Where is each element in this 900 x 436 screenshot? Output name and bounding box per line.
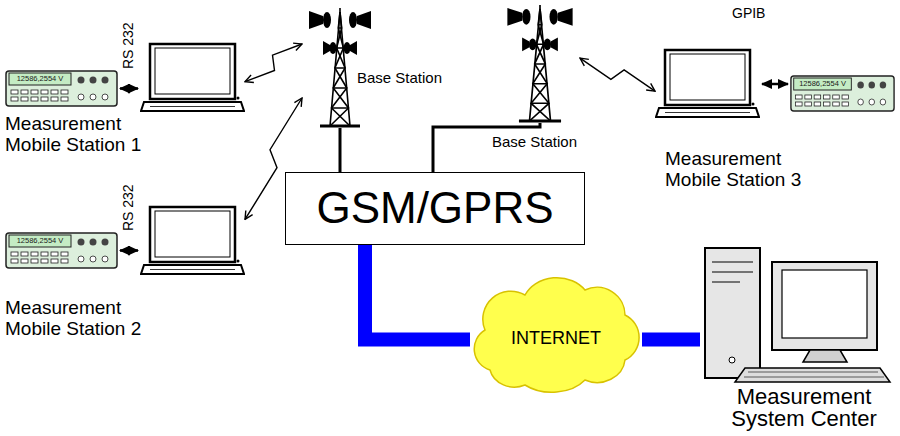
laptop <box>141 207 244 274</box>
station-label: Measurement Mobile Station 1 <box>5 113 170 156</box>
connector <box>580 58 655 91</box>
multimeter: 12586,2554 V <box>5 70 118 107</box>
station-label: Measurement Mobile Station 3 <box>665 148 830 191</box>
cloud-label: INTERNET <box>470 328 642 348</box>
connector <box>120 249 138 252</box>
station-label: Measurement System Center <box>714 386 894 431</box>
base-station-tower <box>309 8 371 126</box>
multimeter: 12586,2554 V <box>5 232 118 269</box>
base-station-tower: Base Station <box>500 5 580 123</box>
station-label: Base Station <box>357 70 467 87</box>
desktop-computer <box>705 248 890 382</box>
base-station-tower <box>507 5 572 121</box>
interface-label: RS 232 <box>121 22 136 69</box>
station-label: Base Station <box>492 134 602 151</box>
display-reading: 12586,2554 V <box>9 73 71 85</box>
laptop: Measurement Mobile Station 3 <box>655 48 760 120</box>
internet-cloud: INTERNET <box>470 282 642 397</box>
interface-label: GPIB <box>732 6 765 21</box>
interface-label: RS 232 <box>121 184 136 231</box>
multimeter: 12586,2554 V <box>790 75 895 112</box>
connector <box>339 128 342 172</box>
display-reading: 12586,2554 V <box>9 235 71 247</box>
internet-link <box>642 333 700 347</box>
laptop: Measurement Mobile Station 2 <box>140 205 245 277</box>
internet-link <box>365 245 470 340</box>
multimeter <box>6 233 117 268</box>
base-station-tower: Base Station <box>302 8 378 128</box>
multimeter <box>791 76 894 111</box>
connector <box>245 44 302 82</box>
box-label: GSM/GPRS <box>316 184 553 232</box>
multimeter <box>6 71 117 106</box>
laptop: Measurement Mobile Station 1 <box>140 42 245 114</box>
display-reading: 12586,2554 V <box>794 78 852 90</box>
network-box: GSM/GPRS <box>285 172 585 245</box>
connector <box>120 87 138 90</box>
connector <box>762 83 788 86</box>
laptop <box>656 50 759 117</box>
computer: Measurement System Center <box>700 245 890 385</box>
laptop <box>141 44 244 111</box>
station-label: Measurement Mobile Station 2 <box>5 297 170 340</box>
